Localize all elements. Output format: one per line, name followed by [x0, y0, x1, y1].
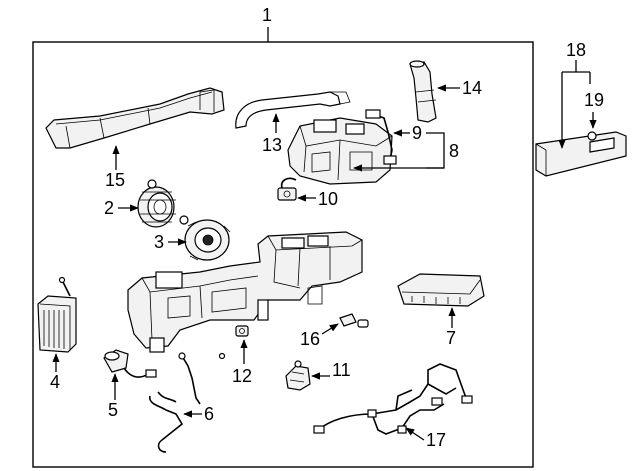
part-5-expansion-valve [103, 349, 157, 378]
callout-18[interactable]: 18 [558, 40, 591, 149]
callout-11-label: 11 [332, 360, 351, 380]
callout-15[interactable]: 15 [105, 145, 125, 190]
part-16-clip [339, 313, 369, 328]
part-6-refrigerant-tubes [149, 352, 201, 453]
callout-12-label: 12 [232, 366, 252, 386]
callout-10[interactable]: 10 [297, 189, 338, 209]
callout-8[interactable]: 8 [353, 132, 459, 172]
part-7-air-filter [397, 273, 485, 307]
callout-10-label: 10 [318, 189, 338, 209]
callout-5[interactable]: 5 [108, 373, 119, 420]
part-17-wire-harness [313, 363, 473, 435]
callout-1-label: 1 [262, 5, 272, 25]
callout-7-label: 7 [446, 328, 456, 348]
callout-5-label: 5 [108, 400, 118, 420]
heater-upper-case [287, 117, 393, 185]
callout-6-label: 6 [204, 404, 214, 424]
callout-8-label: 8 [449, 141, 459, 161]
callout-12[interactable]: 12 [232, 339, 252, 386]
callout-18-label: 18 [566, 40, 586, 60]
callout-17[interactable]: 17 [405, 427, 446, 450]
part-10-servo-actuator [277, 177, 297, 201]
assembly-frame [32, 41, 534, 468]
callout-16-label: 16 [300, 329, 320, 349]
callout-13[interactable]: 13 [262, 113, 282, 155]
callout-9[interactable]: 9 [393, 123, 422, 143]
callout-3-label: 3 [154, 232, 164, 252]
callout-3[interactable]: 3 [154, 232, 187, 252]
callout-1[interactable]: 1 [262, 5, 272, 42]
callout-6[interactable]: 6 [183, 404, 214, 424]
part-12-connector [218, 325, 249, 360]
callout-19[interactable]: 19 [584, 90, 604, 129]
callout-4-label: 4 [50, 372, 60, 392]
callout-14-label: 14 [462, 78, 482, 98]
callout-17-leader [405, 427, 425, 441]
callout-4[interactable]: 4 [50, 353, 60, 392]
callout-8-bracket [426, 132, 445, 169]
part-3-blower-motor [184, 219, 231, 261]
part-13-air-duct-hose [235, 91, 351, 129]
callout-7[interactable]: 7 [446, 307, 456, 348]
callout-2-label: 2 [104, 198, 114, 218]
part-11-blower-resistor [285, 360, 311, 391]
part-14-duct-elbow [409, 60, 437, 123]
hvac-main-case [127, 231, 363, 353]
part-9-sensor-wire [365, 109, 397, 165]
callout-16-leader [321, 323, 339, 335]
callout-14[interactable]: 14 [437, 78, 482, 98]
callout-19-label: 19 [584, 90, 604, 110]
callout-13-label: 13 [262, 135, 282, 155]
callout-2[interactable]: 2 [104, 198, 139, 218]
callout-16[interactable]: 16 [300, 323, 339, 349]
part-15-air-duct [45, 87, 225, 149]
part-18-control-panel [535, 131, 627, 177]
part-2-blower-fan [137, 179, 189, 228]
callout-9-label: 9 [412, 123, 422, 143]
callout-15-label: 15 [105, 170, 125, 190]
part-4-evaporator-core [37, 276, 77, 353]
callout-17-label: 17 [426, 430, 446, 450]
callout-11[interactable]: 11 [311, 360, 351, 380]
